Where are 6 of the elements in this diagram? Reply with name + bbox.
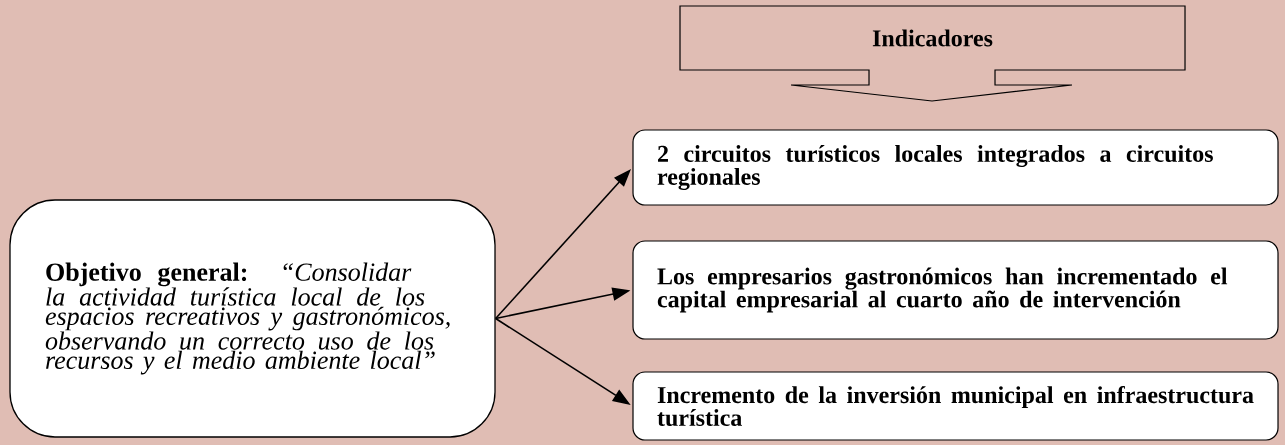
indicator-box: Incremento de la inversión municipal en infraestructura turística (632, 371, 1279, 441)
indicator-box: Los empresarios gastronómicos han incrementado el capital empresarial al cuarto año de intervención (632, 240, 1279, 340)
objective-box: Objetivo general: “Consolidar la actividad turística local de los espacios recreativos y gastronómicos, observando un correcto uso de los recursos y el medio ambiente local” (9, 199, 496, 438)
arrow (494, 169, 631, 320)
indicator-box: 2 circuitos turísticos locales integrados a circuitos regionales (632, 129, 1279, 206)
callout-arrow-box: Indicadores (679, 5, 1186, 102)
